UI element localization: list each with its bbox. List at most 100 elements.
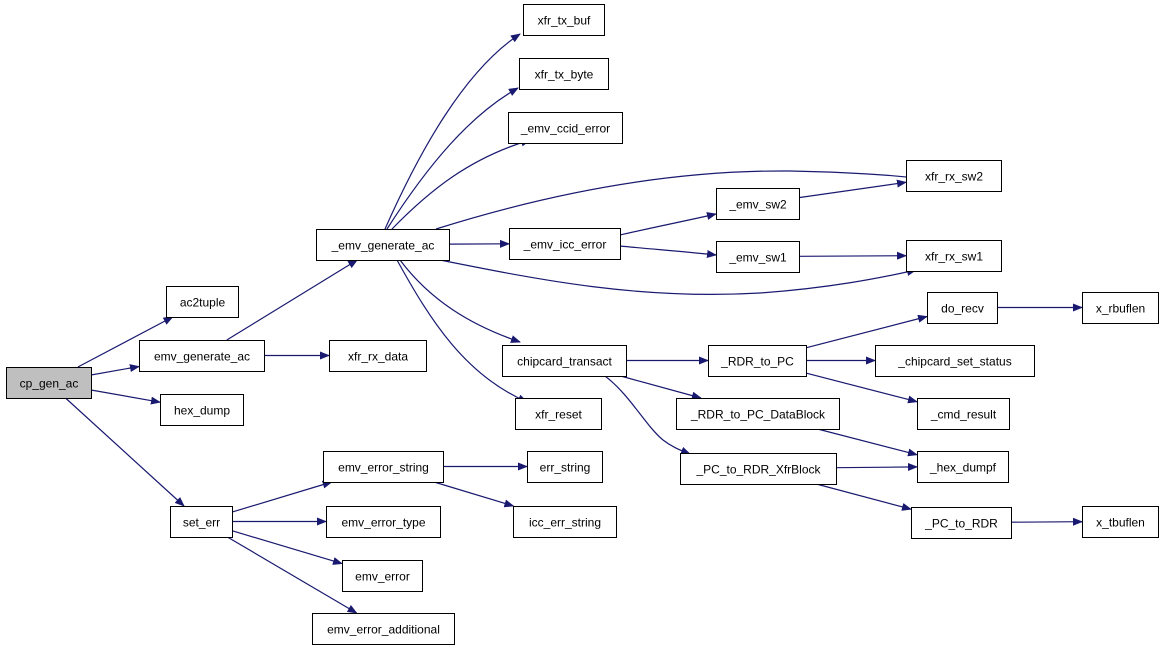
node-_PC_to_RDR_XfrBlock[interactable]: _PC_to_RDR_XfrBlock	[680, 453, 837, 485]
node-box	[342, 560, 423, 592]
node-label: emv_error_additional	[327, 623, 440, 637]
node-box	[716, 241, 800, 273]
node-chipcard_transact[interactable]: chipcard_transact	[502, 345, 627, 377]
edge-_emv_icc_error-to-_emv_sw1	[619, 245, 717, 258]
node-label: emv_error_type	[341, 516, 425, 530]
node-_emv_sw2[interactable]: _emv_sw2	[716, 188, 800, 220]
node-label: set_err	[183, 516, 220, 530]
node-hex_dump[interactable]: hex_dump	[160, 394, 244, 426]
node-emv_error_additional[interactable]: emv_error_additional	[312, 613, 455, 645]
node-_emv_ccid_error[interactable]: _emv_ccid_error	[508, 112, 623, 144]
edge-_emv_sw1-to-xfr_rx_sw1	[798, 251, 907, 260]
node-label: do_recv	[941, 302, 984, 316]
node-box	[329, 340, 427, 372]
node-ac2tuple[interactable]: ac2tuple	[166, 286, 239, 318]
edge-_emv_generate_ac-to-xfr_rx_sw2	[435, 170, 917, 230]
node-label: _emv_sw1	[728, 251, 787, 265]
node-xfr_rx_sw1[interactable]: xfr_rx_sw1	[906, 240, 1002, 272]
node-_cmd_result[interactable]: _cmd_result	[917, 398, 1010, 430]
node-xfr_rx_data[interactable]: xfr_rx_data	[329, 340, 427, 372]
edge-_emv_icc_error-to-_emv_sw2	[619, 212, 717, 236]
node-label: _emv_generate_ac	[331, 239, 435, 253]
node-box	[160, 394, 244, 426]
edge-_emv_generate_ac-to-_emv_ccid_error	[391, 138, 531, 230]
node-label: _hex_dumpf	[929, 461, 997, 475]
node-box	[508, 112, 623, 144]
edges-layer	[65, 33, 1083, 614]
node-box	[502, 345, 627, 377]
node-box	[323, 451, 444, 483]
node-label: xfr_reset	[535, 408, 582, 422]
node-label: icc_err_string	[529, 516, 601, 530]
node-box	[513, 506, 617, 538]
node-_hex_dumpf[interactable]: _hex_dumpf	[917, 451, 1009, 483]
node-box	[515, 398, 602, 430]
node-label: xfr_tx_byte	[535, 68, 594, 82]
edge-chipcard_transact-to-_RDR_to_PC_DataBlock	[620, 375, 702, 400]
node-xfr_tx_byte[interactable]: xfr_tx_byte	[519, 58, 609, 90]
node-label: xfr_rx_sw1	[925, 250, 983, 264]
node-label: emv_generate_ac	[154, 350, 250, 364]
node-_chipcard_set_status[interactable]: _chipcard_set_status	[875, 345, 1035, 377]
node-x_rbuflen[interactable]: x_rbuflen	[1082, 292, 1159, 324]
node-emv_error_string[interactable]: emv_error_string	[323, 451, 444, 483]
node-label: _cmd_result	[930, 408, 997, 422]
node-_emv_icc_error[interactable]: _emv_icc_error	[509, 228, 621, 260]
node-label: _emv_sw2	[728, 198, 787, 212]
node-icc_err_string[interactable]: icc_err_string	[513, 506, 617, 538]
node-box	[6, 367, 92, 399]
node-label: _chipcard_set_status	[897, 355, 1011, 369]
node-xfr_tx_buf[interactable]: xfr_tx_buf	[523, 4, 605, 36]
node-box	[906, 240, 1002, 272]
node-label: _emv_icc_error	[523, 238, 607, 252]
node-xfr_rx_sw2[interactable]: xfr_rx_sw2	[906, 160, 1002, 192]
node-_emv_generate_ac[interactable]: _emv_generate_ac	[316, 229, 450, 261]
node-_PC_to_RDR[interactable]: _PC_to_RDR	[911, 507, 1012, 539]
node-label: emv_error_string	[338, 461, 429, 475]
node-box	[166, 286, 239, 318]
node-do_recv[interactable]: do_recv	[927, 292, 998, 324]
node-box	[875, 345, 1035, 377]
node-emv_error[interactable]: emv_error	[342, 560, 423, 592]
node-emv_generate_ac[interactable]: emv_generate_ac	[139, 340, 265, 372]
node-xfr_reset[interactable]: xfr_reset	[515, 398, 602, 430]
edge-_PC_to_RDR_XfrBlock-to-_PC_to_RDR	[816, 483, 912, 511]
node-box	[917, 451, 1009, 483]
edge-chipcard_transact-to-_PC_to_RDR_XfrBlock	[604, 375, 691, 455]
edge-set_err-to-emv_error_additional	[227, 536, 358, 614]
node-label: xfr_tx_buf	[538, 14, 591, 28]
node-emv_error_type[interactable]: emv_error_type	[326, 506, 441, 538]
node-err_string[interactable]: err_string	[527, 451, 603, 483]
node-label: err_string	[540, 461, 591, 475]
edge-emv_generate_ac-to-_emv_generate_ac	[226, 259, 359, 341]
edge-_PC_to_RDR_XfrBlock-to-_hex_dumpf	[835, 462, 918, 471]
node-label: xfr_rx_sw2	[925, 170, 983, 184]
node-_RDR_to_PC_DataBlock[interactable]: _RDR_to_PC_DataBlock	[676, 398, 840, 430]
edge-_RDR_to_PC_DataBlock-to-_hex_dumpf	[817, 428, 918, 457]
node-set_err[interactable]: set_err	[170, 506, 233, 538]
node-cp_gen_ac[interactable]: cp_gen_ac	[6, 367, 92, 399]
node-label: _emv_ccid_error	[520, 122, 610, 136]
node-label: _RDR_to_PC_DataBlock	[690, 408, 826, 422]
edge-set_err-to-emv_error_string	[231, 480, 333, 513]
node-box	[911, 507, 1012, 539]
node-x_tbuflen[interactable]: x_tbuflen	[1082, 506, 1159, 538]
node-box	[519, 58, 609, 90]
edge-cp_gen_ac-to-emv_generate_ac	[90, 364, 140, 376]
edge-_PC_to_RDR-to-x_tbuflen	[1010, 517, 1083, 526]
node-label: ac2tuple	[180, 296, 226, 310]
node-box	[676, 398, 840, 430]
node-label: x_tbuflen	[1096, 516, 1145, 530]
node-box	[316, 229, 450, 261]
node-box	[170, 506, 233, 538]
node-box	[1082, 292, 1159, 324]
node-_emv_sw1[interactable]: _emv_sw1	[716, 241, 800, 273]
node-box	[680, 453, 837, 485]
node-label: chipcard_transact	[517, 355, 612, 369]
node-box	[716, 188, 800, 220]
node-label: _PC_to_RDR_XfrBlock	[695, 463, 821, 477]
node-box	[906, 160, 1002, 192]
node-box	[1082, 506, 1159, 538]
node-_RDR_to_PC[interactable]: _RDR_to_PC	[708, 345, 807, 377]
